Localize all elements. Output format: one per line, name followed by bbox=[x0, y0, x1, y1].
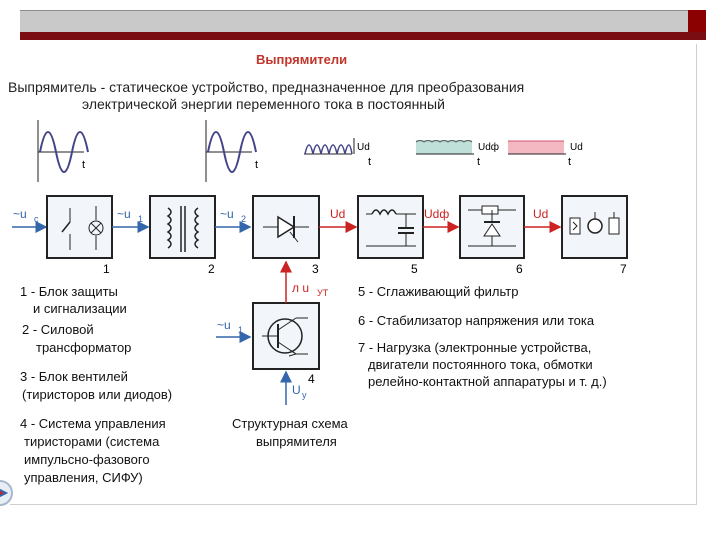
block-number-4: 4 bbox=[308, 372, 315, 386]
control-pulse-sub: УТ bbox=[317, 288, 329, 298]
block-valves bbox=[252, 195, 320, 259]
waveform-input-ac: t bbox=[37, 120, 89, 182]
legend-item-4-cont2: импульсно-фазового bbox=[24, 452, 150, 467]
legend-item-1: 1 - Блок защиты bbox=[20, 284, 118, 299]
waveform-stabilized: Ud t bbox=[508, 140, 583, 168]
wave-t-label: t bbox=[568, 156, 571, 168]
wave-t-label: t bbox=[255, 159, 258, 171]
legend-item-6: 6 - Стабилизатор напряжения или тока bbox=[358, 313, 595, 328]
input-voltage-label: ~u bbox=[13, 207, 27, 221]
legend-item-4: 4 - Система управления bbox=[20, 416, 166, 431]
uy-label: U bbox=[292, 383, 301, 397]
wave-ud-label: Ud bbox=[570, 142, 583, 153]
block-load bbox=[561, 195, 628, 259]
wave-t-label: t bbox=[477, 156, 480, 168]
slide-accent-line bbox=[20, 32, 706, 40]
block-number-6: 6 bbox=[516, 262, 523, 276]
legend-item-4-cont3: управления, СИФУ) bbox=[24, 470, 143, 485]
block-control-system bbox=[252, 302, 320, 370]
udf-label: Udф bbox=[424, 207, 449, 221]
input-voltage-sub: c bbox=[34, 214, 39, 224]
corner-logo-icon bbox=[0, 480, 13, 506]
legend-item-7-cont2: релейно-контактной аппаратуры и т. д.) bbox=[368, 374, 607, 389]
legend-item-5: 5 - Сглаживающий фильтр bbox=[358, 284, 519, 299]
control-input-label: ~u bbox=[217, 318, 231, 332]
block-protection bbox=[46, 195, 113, 259]
ud-label: Ud bbox=[330, 207, 345, 221]
legend-item-7-cont1: двигатели постоянного тока, обмотки bbox=[368, 357, 593, 372]
block-number-3: 3 bbox=[312, 262, 319, 276]
legend-item-3: 3 - Блок вентилей bbox=[20, 369, 128, 384]
waveform-transformed-ac: t bbox=[205, 120, 258, 182]
intro-line-2: электрической энергии переменного тока в… bbox=[82, 96, 445, 112]
wave-t-label: t bbox=[82, 159, 85, 171]
wave-udf-label: Udф bbox=[478, 141, 499, 153]
intro-line-1: Выпрямитель - статическое устройство, пр… bbox=[8, 79, 525, 95]
slide-title: Выпрямители bbox=[256, 52, 348, 67]
control-input-sub: 1 bbox=[238, 325, 243, 335]
u1-sub: 1 bbox=[138, 214, 143, 224]
block-number-7: 7 bbox=[620, 262, 627, 276]
uy-sub: у bbox=[302, 390, 307, 400]
wave-t-label: t bbox=[368, 156, 371, 168]
diagram-caption-line1: Структурная схема bbox=[232, 416, 348, 431]
waveform-filtered: Udф t bbox=[415, 140, 499, 168]
u2-sub: 2 bbox=[241, 214, 246, 224]
block-number-2: 2 bbox=[208, 262, 215, 276]
legend-item-2: 2 - Силовой bbox=[22, 322, 94, 337]
u1-label: ~u bbox=[117, 207, 131, 221]
legend-item-3-cont: (тиристоров или диодов) bbox=[22, 387, 173, 402]
legend-item-1-cont: и сигнализации bbox=[33, 301, 127, 316]
wave-ud-label: Ud bbox=[357, 142, 370, 153]
legend-item-2-cont: трансформатор bbox=[36, 340, 132, 355]
block-number-5: 5 bbox=[411, 262, 418, 276]
block-transformer bbox=[149, 195, 216, 259]
block-number-1: 1 bbox=[103, 262, 110, 276]
slide-canvas bbox=[10, 44, 697, 505]
u2-label: ~u bbox=[220, 207, 234, 221]
block-stabilizer bbox=[459, 195, 525, 259]
control-pulse-label: л u bbox=[292, 281, 309, 295]
diagram-caption-line2: выпрямителя bbox=[256, 434, 337, 449]
ud-out-label: Ud bbox=[533, 207, 548, 221]
waveform-rectified: Ud t bbox=[304, 138, 371, 168]
slide-top-accent bbox=[688, 10, 706, 32]
legend-item-7: 7 - Нагрузка (электронные устройства, bbox=[358, 340, 592, 355]
block-smoothing-filter bbox=[357, 195, 424, 259]
legend-item-4-cont1: тиристорами (система bbox=[24, 434, 160, 449]
